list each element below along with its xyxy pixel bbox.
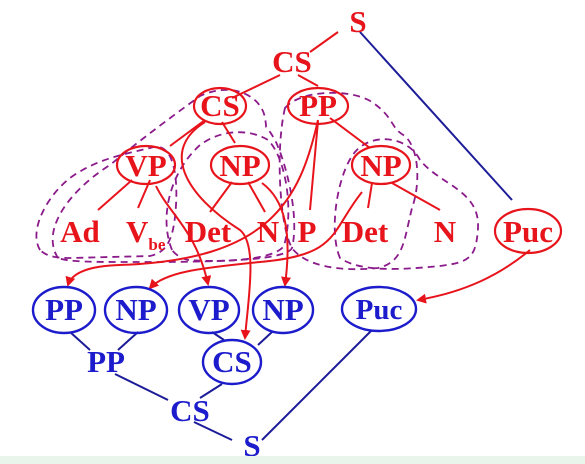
- target-node-cs: CS: [170, 393, 210, 428]
- source-edges: [97, 31, 441, 213]
- source-leaf-puc-circle: [493, 207, 563, 255]
- source-leaf-det1: Det: [185, 214, 232, 249]
- group-outline-vp: [35, 145, 178, 259]
- source-node-pp-circle: [286, 86, 350, 126]
- source-leaf-ad: Ad: [60, 214, 100, 249]
- group-outline-np-pp: [333, 138, 479, 270]
- target-tree: PP NP VP NP Puc PP CS CS S: [31, 285, 418, 463]
- arrow-cs-to-cs: [180, 121, 252, 340]
- source-node-cs-circle: [192, 86, 248, 126]
- target-node-np2-circle: [251, 285, 315, 335]
- source-node-np1: NP: [219, 148, 260, 183]
- target-node-cs-circled: CS: [212, 344, 252, 379]
- arrow-puc-to-puc: [416, 249, 531, 304]
- source-node-cs: CS: [200, 88, 240, 123]
- target-node-np1: NP: [115, 292, 156, 327]
- source-node-np2-circle: [350, 144, 412, 186]
- target-node-np1-circle: [103, 285, 169, 335]
- target-node-pp-parent: PP: [87, 344, 125, 379]
- source-leaf-det2: Det: [342, 214, 389, 249]
- target-node-pp: PP: [45, 292, 83, 327]
- target-node-root-s: S: [243, 428, 260, 463]
- bottom-strip: [0, 456, 585, 464]
- group-outline-cs: [51, 89, 296, 263]
- source-leaf-n2: N: [434, 214, 456, 249]
- arrow-np-to-np: [261, 182, 292, 287]
- target-node-np2: NP: [262, 292, 303, 327]
- source-node-np1-circle: [209, 144, 271, 186]
- target-node-puc: Puc: [356, 294, 403, 326]
- arrow-vp-to-vp: [155, 185, 212, 286]
- source-root-s: S: [349, 4, 366, 39]
- mapping-arrows: [65, 119, 531, 340]
- source-leaf-p: P: [298, 214, 317, 249]
- source-tree: S CS CS PP VP NP NP Ad Vbe Det N P Det N…: [60, 4, 563, 255]
- source-node-pp: PP: [299, 88, 337, 123]
- target-node-vp: VP: [188, 292, 229, 327]
- target-node-cs-circle: [201, 338, 263, 386]
- source-leaf-n1: N: [257, 214, 279, 249]
- source-node-np2: NP: [360, 148, 401, 183]
- source-node-vp: VP: [125, 148, 166, 183]
- arrow-pp-to-pp: [65, 119, 319, 287]
- link-s-to-puc: [359, 31, 513, 201]
- arrow-det-to-np: [148, 191, 363, 290]
- source-cs: CS: [272, 44, 312, 79]
- target-node-vp-circle: [177, 285, 241, 335]
- source-node-vp-circle: [115, 144, 177, 186]
- group-outline-pp: [278, 91, 419, 271]
- source-leaf-vbe: Vbe: [126, 214, 166, 254]
- target-node-puc-circle: [340, 285, 418, 333]
- target-node-pp-circle: [31, 285, 97, 335]
- source-leaf-puc: Puc: [503, 214, 553, 249]
- target-edges: [69, 329, 373, 441]
